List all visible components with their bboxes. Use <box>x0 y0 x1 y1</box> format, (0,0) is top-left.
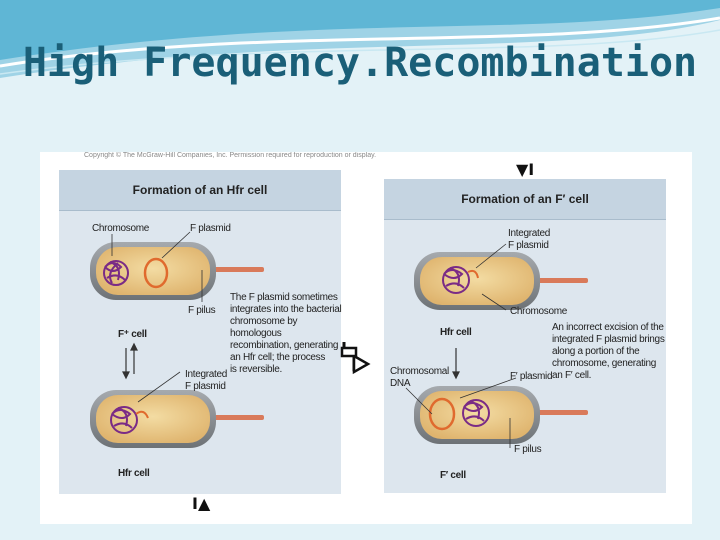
panel-heading: Formation of an F′ cell <box>384 179 666 220</box>
desc-line: integrated F plasmid brings <box>552 334 665 345</box>
header-swoosh <box>0 0 720 78</box>
right-integrated-label-2: F plasmid <box>508 240 549 251</box>
reversible-arrows <box>122 342 138 380</box>
desc-line: An incorrect excision of the <box>552 322 664 333</box>
left-chromosome-label: Chromosome <box>92 223 150 234</box>
chromosome-icon <box>442 266 470 294</box>
right-description: An incorrect excision of the integrated … <box>552 322 670 382</box>
bottom-left-mark: I▲ <box>192 494 211 513</box>
f-plus-cell-graphic <box>90 242 264 300</box>
f-prime-cell-label: F′ cell <box>440 470 466 481</box>
transition-arrow-icon <box>340 342 371 375</box>
f-prime-plasmid-label: F′ plasmid <box>510 371 553 382</box>
right-integrated-label-1: Integrated <box>508 228 551 239</box>
downward-arrow <box>452 348 460 380</box>
left-hfr-cell-label: Hfr cell <box>118 468 150 479</box>
desc-line: is reversible. <box>230 364 282 375</box>
f-prime-cell-graphic <box>414 386 588 444</box>
left-f-plasmid-label: F plasmid <box>190 223 231 234</box>
desc-line: chromosome, generating <box>552 358 657 369</box>
hfr-diagram-figure: Copyright © The McGraw-Hill Companies, I… <box>40 152 692 524</box>
left-description: The F plasmid sometimes integrates into … <box>230 292 342 376</box>
desc-line: recombination, generating <box>230 340 339 351</box>
right-chromosome-label: Chromosome <box>510 306 568 317</box>
left-f-pilus-label: F pilus <box>188 305 216 316</box>
desc-line: chromosome by homologous <box>230 316 298 339</box>
top-right-mark: ▼I <box>516 160 535 179</box>
right-f-pilus-label: F pilus <box>514 444 542 455</box>
desc-line: along a portion of the <box>552 346 640 357</box>
f-prime-plasmid-ring <box>428 397 456 431</box>
copyright-notice: Copyright © The McGraw-Hill Companies, I… <box>84 152 377 159</box>
chromosomal-dna-label-1: Chromosomal <box>390 366 449 377</box>
hfr-cell-graphic-left <box>90 390 264 448</box>
left-leader-lines <box>111 231 203 403</box>
desc-line: an F′ cell. <box>552 370 592 381</box>
desc-line: The F plasmid sometimes <box>230 292 338 303</box>
right-hfr-cell-label: Hfr cell <box>440 327 472 338</box>
hfr-cell-graphic-right <box>414 252 588 310</box>
chromosomal-dna-label-2: DNA <box>390 378 411 389</box>
panel-heading: Formation of an Hfr cell <box>59 170 341 211</box>
slide-title: High Frequency.Recombination <box>22 40 698 86</box>
f-plus-cell-label: F⁺ cell <box>118 329 147 340</box>
desc-line: integrates into the bacterial <box>230 304 342 315</box>
chromosome-icon <box>110 406 138 434</box>
right-leader-lines <box>405 243 517 448</box>
f-plasmid-ring <box>143 257 169 289</box>
chromosome-icon <box>103 260 129 286</box>
left-integrated-label-1: Integrated <box>185 369 228 380</box>
chromosome-icon <box>462 399 490 427</box>
desc-line: an Hfr cell; the process <box>230 352 326 363</box>
left-integrated-label-2: F plasmid <box>185 381 226 392</box>
